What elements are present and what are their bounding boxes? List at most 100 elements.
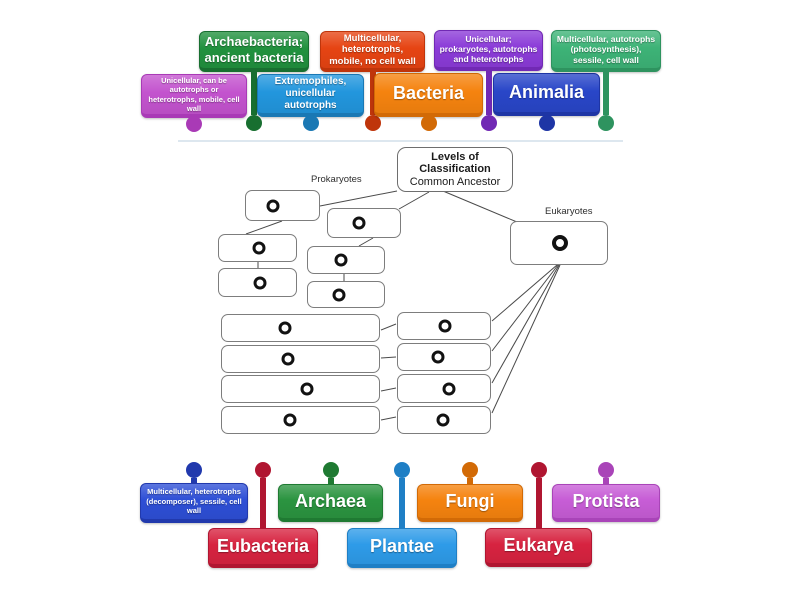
answer-slot-l1[interactable] [221, 314, 380, 342]
pin-head [364, 115, 381, 131]
answer-slot-p4[interactable] [218, 268, 297, 297]
pin-stem [191, 114, 197, 116]
pin [394, 462, 410, 529]
pin-stem [603, 478, 609, 485]
drop-target-circle [278, 321, 292, 335]
divider-line [178, 140, 623, 142]
pin [538, 112, 555, 131]
drop-target-circle [332, 288, 346, 301]
tag-multicellular-autotrophs[interactable]: Multicellular, autotrophs (photosynthesi… [551, 30, 661, 131]
answer-slot-p2[interactable] [327, 208, 401, 238]
drop-target-circle [283, 413, 297, 427]
pin-head [598, 462, 614, 478]
pin [186, 114, 202, 132]
pin-stem [327, 478, 334, 485]
answer-slot-r4[interactable] [397, 406, 491, 434]
tag-multicellular-decomposer[interactable]: Multicellular, heterotrophs (decomposer)… [140, 462, 248, 523]
drop-target-circle [252, 241, 266, 255]
tag-label: Unicellular, can be autotrophs or hetero… [148, 75, 240, 113]
pin-head [246, 115, 262, 131]
pin [598, 462, 614, 485]
drop-target-circle [334, 253, 348, 267]
tag-plantae[interactable]: Plantae [347, 462, 457, 568]
pin-head [322, 462, 339, 478]
drop-target-circle [266, 199, 280, 212]
root-box-title-line1: Levels of [431, 150, 479, 163]
tag-protista[interactable]: Protista [552, 462, 660, 522]
answer-slot-r1[interactable] [397, 312, 491, 340]
pin-stem [191, 478, 197, 484]
pin-head [186, 462, 202, 478]
tag-label: Animalia [508, 82, 585, 103]
tag-label: Archaebacteria; ancient bacteria [204, 34, 304, 65]
tag-eubacteria[interactable]: Eubacteria [208, 462, 318, 568]
tag-label: Bacteria [392, 82, 465, 103]
tag-label: Plantae [369, 535, 435, 556]
pin-head [538, 115, 555, 131]
answer-slot-p5[interactable] [307, 246, 385, 274]
eukaryotes-caption: Eukaryotes [545, 206, 593, 217]
pin [598, 68, 614, 131]
pin [302, 113, 319, 131]
answer-slot-p1[interactable] [245, 190, 320, 221]
tag-archaea[interactable]: Archaea [278, 462, 383, 522]
answer-slot-l3[interactable] [221, 375, 380, 403]
answer-slot-p6[interactable] [307, 281, 385, 308]
pin-head [598, 115, 614, 131]
pin-head [530, 462, 547, 478]
tag-label: Extremophiles, unicellular autotrophs [274, 76, 347, 111]
answer-slot-l2[interactable] [221, 345, 380, 373]
pin-stem [251, 68, 257, 115]
answer-slot-r3[interactable] [397, 374, 491, 403]
tag-eukarya[interactable]: Eukarya [485, 462, 592, 567]
pin-head [420, 115, 437, 131]
tag-label: Protista [572, 490, 640, 511]
tag-label: Multicellular, heterotrophs (decomposer)… [146, 487, 242, 516]
root-box-subtitle: Common Ancestor [409, 175, 501, 188]
pin [420, 113, 437, 131]
tag-extremophiles[interactable]: Extremophiles, unicellular autotrophs [257, 74, 364, 131]
tag-multicellular-heterotrophs[interactable]: Multicellular, heterotrophs, mobile, no … [320, 31, 425, 131]
drop-target-circle [253, 276, 267, 289]
pin [255, 462, 271, 529]
pin-head [480, 115, 497, 131]
drop-target-circle [300, 382, 314, 396]
pin [530, 462, 547, 529]
pin-head [186, 116, 202, 132]
answer-slot-p3[interactable] [218, 234, 297, 262]
pin [186, 462, 202, 484]
pin [322, 462, 339, 485]
tag-archaebacteria[interactable]: Archaebacteria; ancient bacteria [199, 31, 309, 131]
answer-slot-eukaryotes[interactable] [510, 221, 608, 265]
tag-label: Multicellular, autotrophs (photosynthesi… [556, 34, 656, 65]
pin-stem [535, 478, 542, 529]
pin-head [255, 462, 271, 478]
drop-target-circle [281, 352, 295, 366]
pin-head [462, 462, 478, 478]
tag-fungi[interactable]: Fungi [417, 462, 523, 522]
root-box-title-line2: Classification [419, 163, 491, 176]
tag-label: Fungi [445, 490, 495, 511]
drop-target-circle [436, 413, 450, 427]
pin-stem [425, 113, 432, 115]
tag-unicellular-prokaryotes[interactable]: Unicellular; prokaryotes, autotrophs and… [434, 30, 543, 131]
pin-head [302, 115, 319, 131]
tag-unicellular-flexible[interactable]: Unicellular, can be autotrophs or hetero… [141, 74, 247, 132]
pin-stem [369, 68, 376, 115]
tag-animalia[interactable]: Animalia [493, 73, 600, 131]
drop-target-circle [431, 350, 445, 364]
answer-slot-r2[interactable] [397, 343, 491, 371]
pin-stem [399, 478, 405, 529]
drop-target-circle [352, 216, 366, 230]
tag-label: Eubacteria [216, 535, 310, 556]
pin-stem [260, 478, 266, 529]
pin [364, 68, 381, 131]
answer-slot-l4[interactable] [221, 406, 380, 434]
drop-target-circle [442, 382, 456, 395]
tag-bacteria[interactable]: Bacteria [374, 73, 483, 131]
tag-label: Archaea [294, 490, 367, 511]
tag-label: Unicellular; prokaryotes, autotrophs and… [439, 33, 538, 64]
pin-stem [543, 112, 550, 115]
